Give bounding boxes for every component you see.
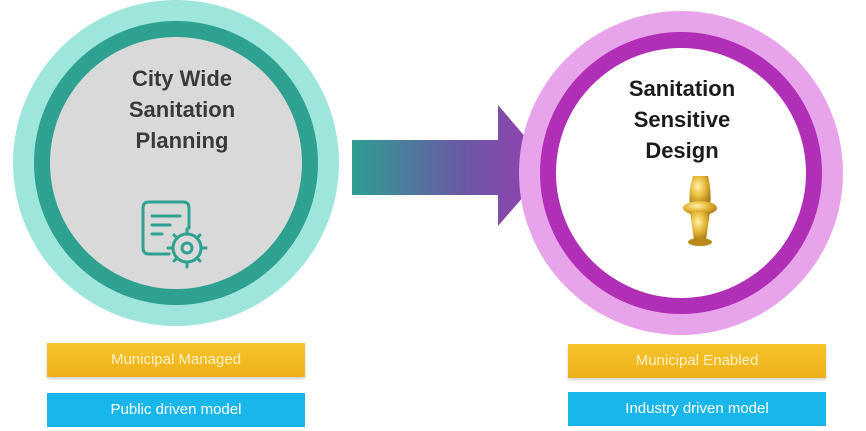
right-title-line: Sanitation xyxy=(628,76,736,101)
public-driven-model-label: Public driven model xyxy=(47,393,305,427)
left-title-line: City Wide xyxy=(131,66,233,91)
municipal-enabled-label: Municipal Enabled xyxy=(568,344,826,378)
municipal-managed-label: Municipal Managed xyxy=(47,343,305,377)
right-stage-title: Sanitation Sensitive Design xyxy=(592,73,772,166)
left-title-line: Sanitation xyxy=(128,97,236,122)
right-title-line: Design xyxy=(645,138,719,163)
left-inner-disc xyxy=(50,37,302,289)
industry-driven-model-label: Industry driven model xyxy=(568,392,826,426)
left-stage-circle xyxy=(13,0,339,326)
golden-toilet xyxy=(683,176,717,246)
document-gear-icon xyxy=(141,200,208,269)
left-title-line: Planning xyxy=(135,128,229,153)
right-title-line: Sensitive xyxy=(633,107,731,132)
left-stage-title: City Wide Sanitation Planning xyxy=(92,63,272,156)
right-inner-disc xyxy=(556,48,806,298)
right-stage-circle xyxy=(519,11,843,335)
arrow-right-icon xyxy=(352,105,550,226)
